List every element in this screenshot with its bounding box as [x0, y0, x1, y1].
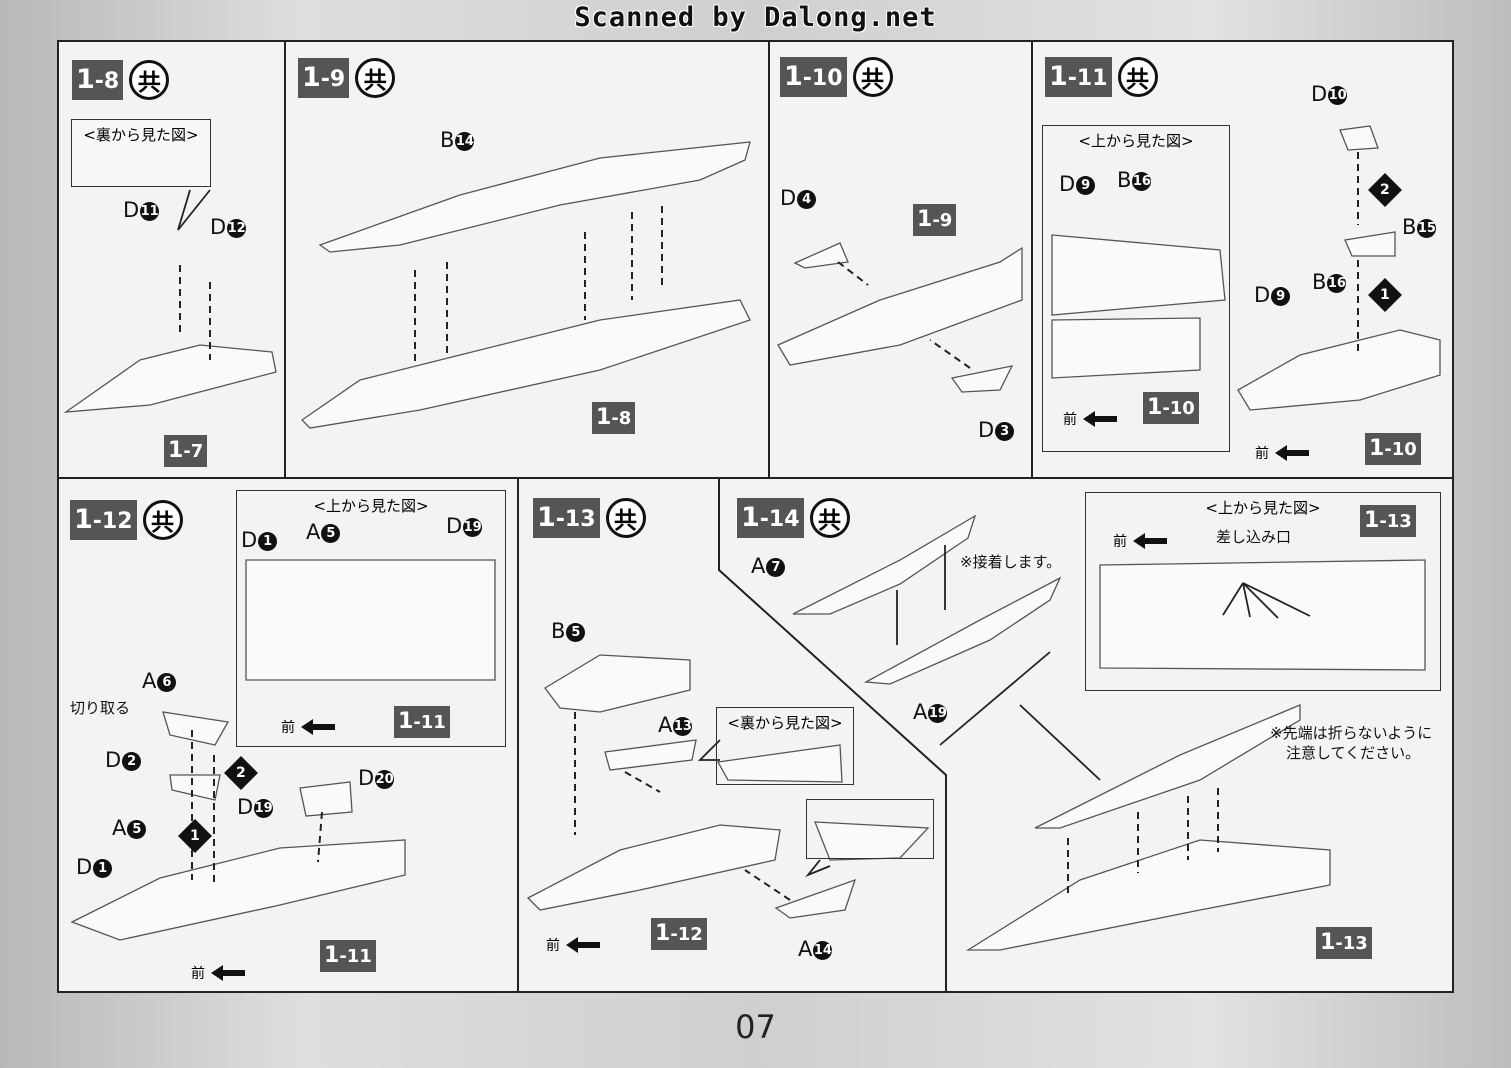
back-view-caption: <裏から見た図>: [727, 714, 843, 732]
step-number: 1-10: [780, 57, 847, 97]
left-arrow-icon: [301, 719, 335, 735]
ref-1-10-inset: 1-10: [1143, 392, 1199, 424]
top-view-box-1-12: <上から見た図>: [236, 490, 506, 747]
step-number: 1-9: [298, 58, 350, 98]
part-label-a13: A13: [658, 713, 693, 737]
part-label-a14: A14: [798, 937, 833, 961]
ref-1-11: 1-11: [320, 940, 376, 972]
common-part-mark: 共: [355, 58, 396, 98]
left-arrow-icon: [1133, 533, 1167, 549]
part-label-b15: B15: [1402, 215, 1437, 239]
step-number: 1-14: [737, 498, 804, 538]
part-label-d19: D19: [237, 795, 274, 819]
note-cut: 切り取る: [70, 699, 131, 717]
step-1-9-heading: 1-9 共: [298, 58, 396, 98]
scan-banner: Scanned by Dalong.net: [574, 2, 937, 33]
step-1-10-heading: 1-10 共: [780, 57, 893, 97]
top-view-caption: <上から見た図>: [1205, 499, 1321, 517]
step-number: 1-13: [533, 498, 600, 538]
part-label-d19-inset: D19: [446, 514, 483, 538]
common-part-mark: 共: [129, 60, 170, 100]
top-view-caption: <上から見た図>: [1078, 132, 1194, 150]
step-1-12-heading: 1-12 共: [70, 500, 183, 540]
front-indicator: 前: [1113, 531, 1167, 551]
front-indicator: 前: [1063, 409, 1117, 429]
left-arrow-icon: [211, 965, 245, 981]
part-label-d20: D20: [358, 766, 395, 790]
step-number: 1-11: [1045, 57, 1112, 97]
detail-box-1-13: [806, 799, 934, 859]
part-label-b16-inset: B16: [1117, 168, 1152, 192]
step-number: 1-8: [72, 60, 124, 100]
common-part-mark: 共: [1117, 57, 1158, 97]
back-view-caption: <裏から見た図>: [83, 126, 199, 144]
part-label-d12: D12: [210, 215, 247, 239]
ref-1-9: 1-9: [913, 204, 957, 236]
page-number: 07: [735, 1008, 776, 1046]
common-part-mark: 共: [142, 500, 183, 540]
step-number: 1-12: [70, 500, 137, 540]
common-part-mark: 共: [809, 498, 850, 538]
part-label-d11: D11: [123, 198, 160, 222]
common-part-mark: 共: [605, 498, 646, 538]
step-1-8-heading: 1-8 共: [72, 60, 170, 100]
ref-1-13-inset: 1-13: [1360, 505, 1416, 537]
ref-1-8: 1-8: [592, 402, 636, 434]
note-tip-line2: 注意してください。: [1286, 744, 1421, 762]
common-part-mark: 共: [852, 57, 893, 97]
note-tip-line1: ※先端は折らないように: [1270, 724, 1433, 742]
top-view-caption: <上から見た図>: [313, 497, 429, 515]
part-label-b14: B14: [440, 128, 475, 152]
front-indicator: 前: [281, 717, 335, 737]
left-arrow-icon: [566, 937, 600, 953]
ref-1-10: 1-10: [1365, 433, 1421, 465]
ref-1-13: 1-13: [1316, 927, 1372, 959]
part-label-d10: D10: [1311, 82, 1348, 106]
front-indicator: 前: [546, 935, 600, 955]
step-1-11-heading: 1-11 共: [1045, 57, 1158, 97]
back-view-box-1-8: <裏から見た図>: [71, 119, 211, 187]
back-view-box-1-13: <裏から見た図>: [716, 707, 854, 785]
ref-1-11-inset: 1-11: [394, 706, 450, 738]
left-arrow-icon: [1275, 445, 1309, 461]
front-indicator: 前: [191, 963, 245, 983]
part-label-b16: B16: [1312, 270, 1347, 294]
top-view-box-1-14: <上から見た図>: [1085, 492, 1441, 691]
note-glue: ※接着します。: [960, 553, 1062, 571]
left-arrow-icon: [1083, 411, 1117, 427]
assembly-guides: [179, 152, 1359, 901]
aircraft-drawings: [63, 125, 1441, 951]
front-indicator: 前: [1255, 443, 1309, 463]
step-1-13-heading: 1-13 共: [533, 498, 646, 538]
note-insert-slot: 差し込み口: [1216, 528, 1292, 546]
ref-1-7: 1-7: [164, 435, 208, 467]
ref-1-12: 1-12: [651, 918, 707, 950]
step-1-14-heading: 1-14 共: [737, 498, 850, 538]
part-label-a19: A19: [913, 700, 948, 724]
top-view-box-1-11: <上から見た図>: [1042, 125, 1230, 452]
